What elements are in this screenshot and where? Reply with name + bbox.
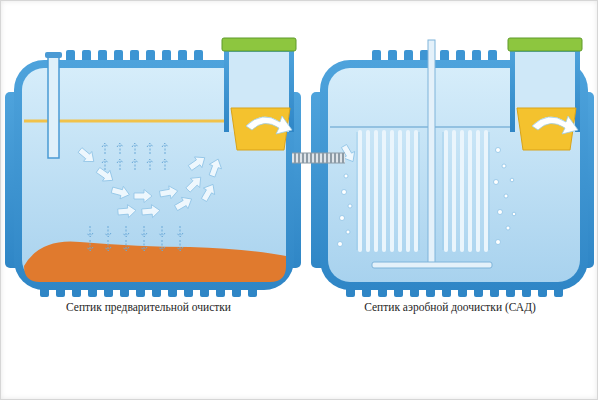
hose-ribs [292,154,345,163]
rising-arrows [102,143,168,170]
water-level [330,126,512,128]
green-lid [508,38,582,51]
septic-tank: Септик предварительной очистки [5,38,292,314]
riser-chamber [508,38,582,150]
corrugated-pipe [292,158,345,159]
outflow-arrow [532,116,578,134]
flow-arrows [76,145,224,218]
bio-load [360,132,486,250]
air-bubbles [338,148,516,247]
aeration-pipe [372,40,492,268]
tank-caption: Септик аэробной доочистки (САД) [345,300,555,314]
bio-load-edges [357,132,489,250]
green-lid [222,38,296,51]
sludge-layer [24,242,286,283]
outflow-arrow [246,116,292,134]
tank-caption: Септик предварительной очистки [5,300,292,314]
pipe-connector [292,153,345,164]
settling-arrows [87,226,183,251]
pretreatment-tank-body [5,38,301,297]
aerobic-tank-body [311,38,594,297]
septic-tank: Септик аэробной доочистки (САД) [345,38,555,314]
inlet-pipe [45,52,62,158]
riser-chamber [222,38,296,150]
